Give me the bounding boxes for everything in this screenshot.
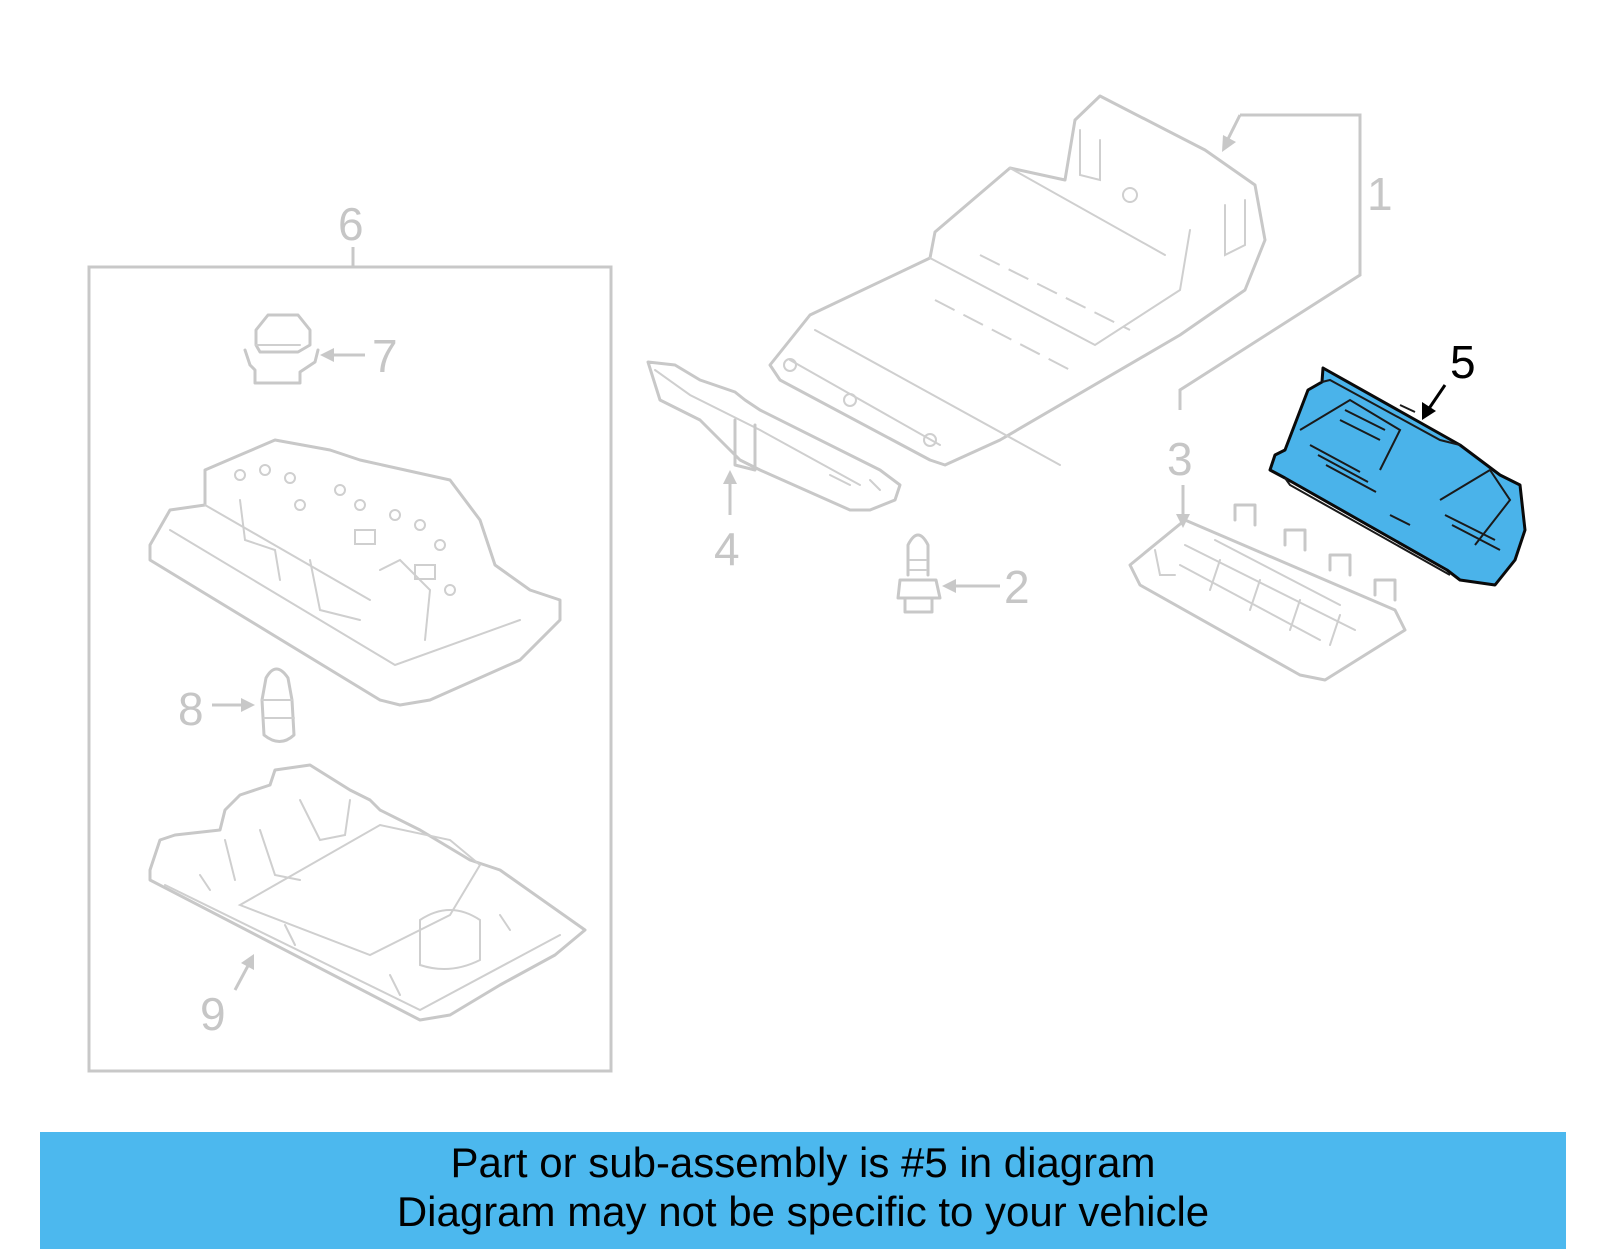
part-7-switch xyxy=(243,313,320,385)
info-banner: Part or sub-assembly is #5 in diagram Di… xyxy=(40,1132,1566,1249)
callout-2: 2 xyxy=(1004,561,1030,613)
part-5-bezel-highlighted xyxy=(1268,366,1527,587)
callout-5: 5 xyxy=(1450,336,1476,388)
callout-9: 9 xyxy=(200,988,226,1040)
callout-7: 7 xyxy=(372,330,398,382)
callout-4: 4 xyxy=(714,523,740,575)
part-8-bulb xyxy=(260,667,296,743)
part-4-trim-strip xyxy=(646,360,902,512)
part-2-clip xyxy=(896,533,942,614)
callout-8: 8 xyxy=(178,683,204,735)
part-9-map-light-housing xyxy=(148,763,587,1022)
part-6-map-light-base xyxy=(148,438,562,707)
part-3-panel xyxy=(1128,503,1407,682)
banner-line-disclaimer: Diagram may not be specific to your vehi… xyxy=(396,1188,1210,1235)
callout-1: 1 xyxy=(1367,168,1393,220)
callout-6: 6 xyxy=(338,198,364,250)
part-1-console-housing xyxy=(768,94,1267,467)
banner-line-part: Part or sub-assembly is #5 in diagram xyxy=(450,1139,1156,1186)
callout-3: 3 xyxy=(1167,433,1193,485)
sub-assembly-6-frame xyxy=(87,265,613,1073)
